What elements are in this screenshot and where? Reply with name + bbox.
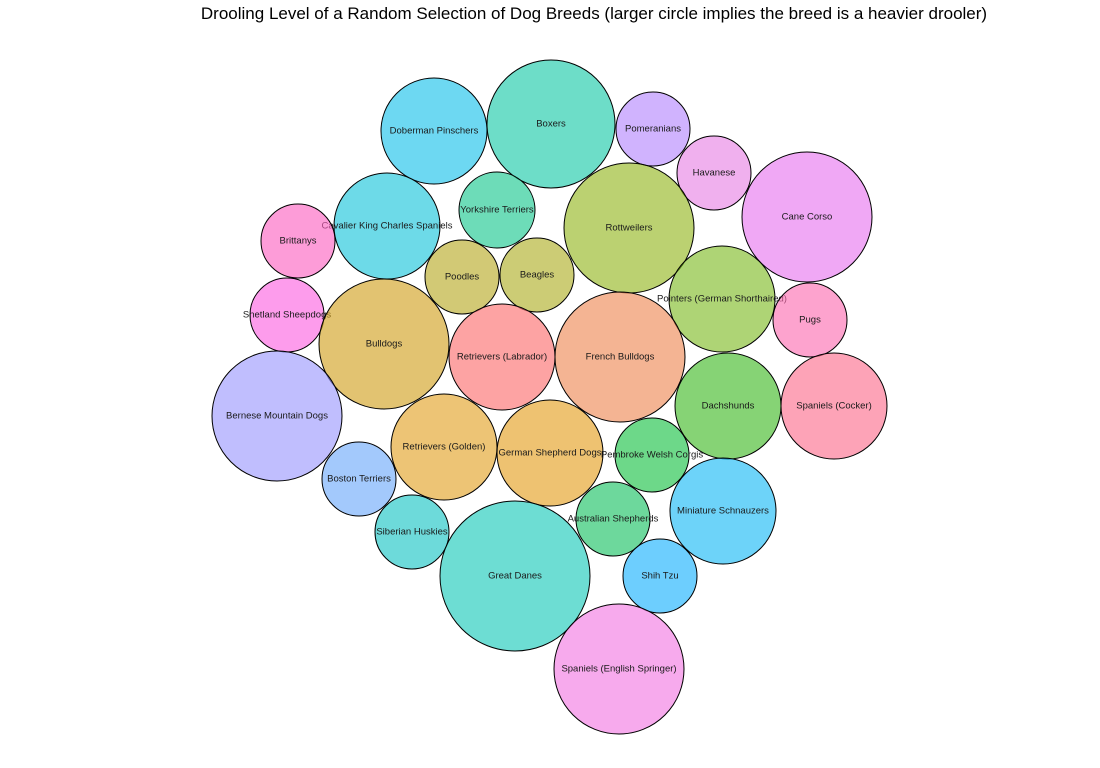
bubble-pointers-german-shorthaired: Pointers (German Shorthaired) <box>657 245 787 353</box>
bubble-boston-terriers: Boston Terriers <box>321 441 397 517</box>
bubble-circle-cane-corso <box>741 151 873 283</box>
bubble-bulldogs: Bulldogs <box>318 278 450 410</box>
bubble-retrievers-golden: Retrievers (Golden) <box>390 393 498 501</box>
bubble-label-australian-shepherds: Australian Shepherds <box>568 514 659 525</box>
bubble-pugs: Pugs <box>772 282 848 358</box>
bubble-label-pomeranians: Pomeranians <box>625 124 681 135</box>
bubble-label-retrievers-golden: Retrievers (Golden) <box>403 442 486 453</box>
bubble-label-spaniels-cocker: Spaniels (Cocker) <box>796 401 872 412</box>
bubble-siberian-huskies: Siberian Huskies <box>374 494 450 570</box>
bubble-label-bernese-mountain-dogs: Bernese Mountain Dogs <box>226 411 328 422</box>
bubble-great-danes: Great Danes <box>439 500 591 652</box>
bubble-poodles: Poodles <box>424 239 500 315</box>
bubble-label-miniature-schnauzers: Miniature Schnauzers <box>677 506 769 517</box>
bubble-boxers: Boxers <box>486 59 616 189</box>
bubble-circle-siberian-huskies <box>374 494 450 570</box>
bubble-circle-brittanys <box>260 203 336 279</box>
bubble-circle-great-danes <box>439 500 591 652</box>
bubble-label-pembroke-welsh-corgis: Pembroke Welsh Corgis <box>601 450 704 461</box>
bubble-circle-bernese-mountain-dogs <box>211 350 343 482</box>
bubble-cane-corso: Cane Corso <box>741 151 873 283</box>
bubble-spaniels-english-springer: Spaniels (English Springer) <box>553 603 685 735</box>
bubble-label-brittanys: Brittanys <box>280 236 317 247</box>
bubble-shih-tzu: Shih Tzu <box>622 538 698 614</box>
bubble-french-bulldogs: French Bulldogs <box>554 291 686 423</box>
bubble-circle-spaniels-cocker <box>780 352 888 460</box>
bubble-label-bulldogs: Bulldogs <box>366 339 403 350</box>
bubble-label-french-bulldogs: French Bulldogs <box>586 352 655 363</box>
bubble-label-boxers: Boxers <box>536 119 566 130</box>
bubble-bernese-mountain-dogs: Bernese Mountain Dogs <box>211 350 343 482</box>
bubble-label-beagles: Beagles <box>520 270 555 281</box>
bubble-circle-spaniels-english-springer <box>553 603 685 735</box>
bubble-circle-australian-shepherds <box>575 481 651 557</box>
bubble-circle-poodles <box>424 239 500 315</box>
bubble-circle-pugs <box>772 282 848 358</box>
bubble-label-pugs: Pugs <box>799 315 821 326</box>
bubble-circle-french-bulldogs <box>554 291 686 423</box>
bubble-label-shih-tzu: Shih Tzu <box>641 571 678 582</box>
bubble-circle-shih-tzu <box>622 538 698 614</box>
bubble-label-retrievers-labrador: Retrievers (Labrador) <box>457 352 547 363</box>
bubble-label-rottweilers: Rottweilers <box>606 223 653 234</box>
bubble-label-german-shepherd-dogs: German Shepherd Dogs <box>499 448 602 459</box>
bubble-miniature-schnauzers: Miniature Schnauzers <box>669 457 777 565</box>
bubble-label-doberman-pinschers: Doberman Pinschers <box>390 126 479 137</box>
bubble-circle-boston-terriers <box>321 441 397 517</box>
bubble-circle-german-shepherd-dogs <box>496 399 604 507</box>
bubble-label-boston-terriers: Boston Terriers <box>327 474 391 485</box>
bubble-circle-pomeranians <box>615 91 691 167</box>
bubble-circle-miniature-schnauzers <box>669 457 777 565</box>
bubble-brittanys: Brittanys <box>260 203 336 279</box>
bubble-pembroke-welsh-corgis: Pembroke Welsh Corgis <box>601 417 704 493</box>
bubble-label-spaniels-english-springer: Spaniels (English Springer) <box>561 664 676 675</box>
bubble-label-havanese: Havanese <box>693 168 736 179</box>
bubble-retrievers-labrador: Retrievers (Labrador) <box>448 303 556 411</box>
bubble-australian-shepherds: Australian Shepherds <box>568 481 659 557</box>
bubble-circle-pembroke-welsh-corgis <box>614 417 690 493</box>
bubble-circle-doberman-pinschers <box>380 77 488 185</box>
bubble-label-shetland-sheepdogs: Shetland Sheepdogs <box>243 310 331 321</box>
bubble-cavalier-king-charles-spaniels: Cavalier King Charles Spaniels <box>322 172 453 280</box>
bubble-german-shepherd-dogs: German Shepherd Dogs <box>496 399 604 507</box>
bubble-label-cavalier-king-charles-spaniels: Cavalier King Charles Spaniels <box>322 221 453 232</box>
bubble-rottweilers: Rottweilers <box>563 162 695 294</box>
bubble-circle-havanese <box>676 135 752 211</box>
bubble-label-poodles: Poodles <box>445 272 480 283</box>
bubble-label-pointers-german-shorthaired: Pointers (German Shorthaired) <box>657 294 787 305</box>
bubble-circle-pointers-german-shorthaired <box>668 245 776 353</box>
bubble-beagles: Beagles <box>499 237 575 313</box>
bubble-shetland-sheepdogs: Shetland Sheepdogs <box>243 277 331 353</box>
bubble-doberman-pinschers: Doberman Pinschers <box>380 77 488 185</box>
bubble-label-dachshunds: Dachshunds <box>702 401 755 412</box>
bubble-havanese: Havanese <box>676 135 752 211</box>
chart-title: Drooling Level of a Random Selection of … <box>200 4 988 23</box>
bubble-label-siberian-huskies: Siberian Huskies <box>376 527 448 538</box>
bubble-label-great-danes: Great Danes <box>488 571 542 582</box>
bubble-yorkshire-terriers: Yorkshire Terriers <box>458 171 536 249</box>
bubble-circle-bulldogs <box>318 278 450 410</box>
bubble-circle-beagles <box>499 237 575 313</box>
bubble-circle-yorkshire-terriers <box>458 171 536 249</box>
bubble-dachshunds: Dachshunds <box>674 352 782 460</box>
bubble-spaniels-cocker: Spaniels (Cocker) <box>780 352 888 460</box>
bubble-label-yorkshire-terriers: Yorkshire Terriers <box>460 205 534 216</box>
bubble-label-cane-corso: Cane Corso <box>782 212 833 223</box>
bubble-pomeranians: Pomeranians <box>615 91 691 167</box>
